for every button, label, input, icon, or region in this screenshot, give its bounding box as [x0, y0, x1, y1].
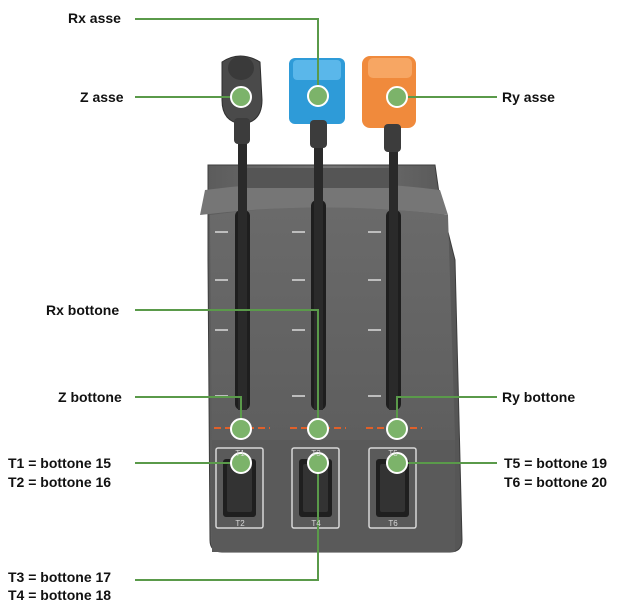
rx-button-label: Rx bottone [46, 302, 120, 318]
t5-t6-marker [386, 452, 408, 474]
z-axis-label: Z asse [80, 89, 124, 105]
ry-axis-label: Ry asse [502, 89, 555, 105]
ry-handle[interactable] [362, 56, 416, 152]
t3-engraving: T3 [311, 449, 321, 458]
ry-axis-marker [386, 86, 408, 108]
toggle-switch-middle[interactable] [291, 447, 340, 529]
ry-button-marker [386, 418, 408, 440]
t1-label: T1 = bottone 15 [8, 455, 112, 471]
rx-button-marker [307, 418, 329, 440]
t4-label: T4 = bottone 18 [8, 587, 112, 603]
t5-label: T5 = bottone 19 [504, 455, 608, 471]
callout-lines [135, 18, 497, 581]
t2-engraving: T2 [235, 519, 245, 528]
rx-axis-marker [307, 85, 329, 107]
z-axis-marker [230, 86, 252, 108]
t1-t2-marker [230, 452, 252, 474]
callout-dots [230, 85, 408, 474]
t3-label: T3 = bottone 17 [8, 569, 112, 585]
toggle-switch-left[interactable] [215, 447, 264, 529]
lever-shafts [238, 110, 398, 410]
toggle-switch-right[interactable] [368, 447, 417, 529]
z-button-marker [230, 418, 252, 440]
z-button-label: Z bottone [58, 389, 122, 405]
t6-engraving: T6 [388, 519, 398, 528]
t1-engraving: T1 [235, 449, 245, 458]
t2-label: T2 = bottone 16 [8, 474, 112, 490]
t4-engraving: T4 [311, 519, 321, 528]
t6-label: T6 = bottone 20 [504, 474, 608, 490]
ry-button-label: Ry bottone [502, 389, 576, 405]
rx-axis-label: Rx asse [68, 10, 121, 26]
t3-t4-marker [307, 452, 329, 474]
t5-engraving: T5 [388, 449, 398, 458]
